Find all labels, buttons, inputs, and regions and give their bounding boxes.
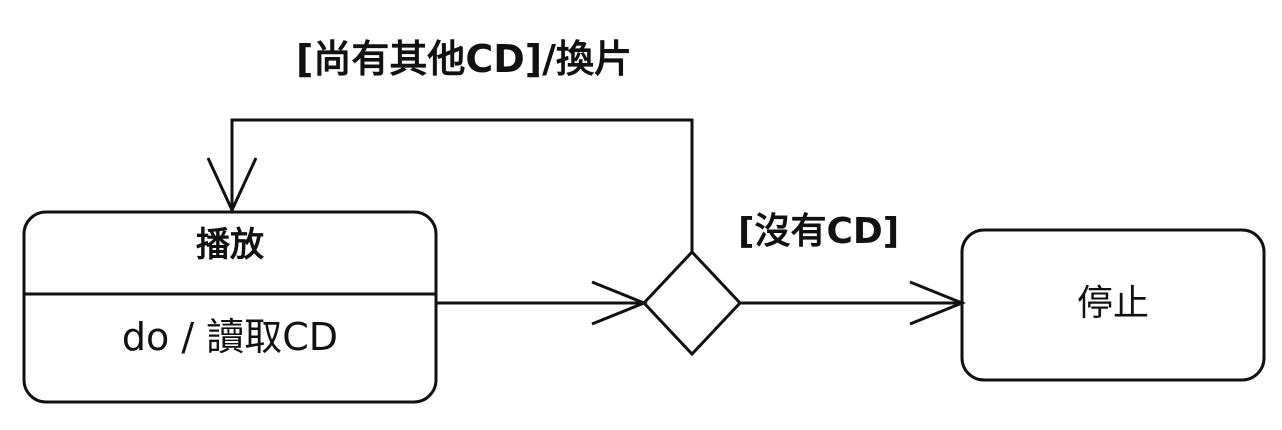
arrowhead-to-stop (909, 280, 967, 326)
guard-label-no-cd: [沒有CD] (738, 211, 900, 252)
state-play-box (22, 210, 438, 404)
transition-loop-back (230, 118, 694, 252)
decision-diamond (641, 249, 743, 357)
arrowhead-loop-back (206, 157, 258, 214)
state-play-activity: do / 讀取CD (121, 315, 339, 359)
arrowhead-to-decision (591, 280, 649, 326)
state-stop-name: 停止 (1076, 283, 1149, 324)
state-play-name: 播放 (196, 225, 264, 265)
guard-label-other-cd: [尚有其他CD]/換片 (296, 37, 633, 81)
state-stop-box (960, 228, 1266, 382)
